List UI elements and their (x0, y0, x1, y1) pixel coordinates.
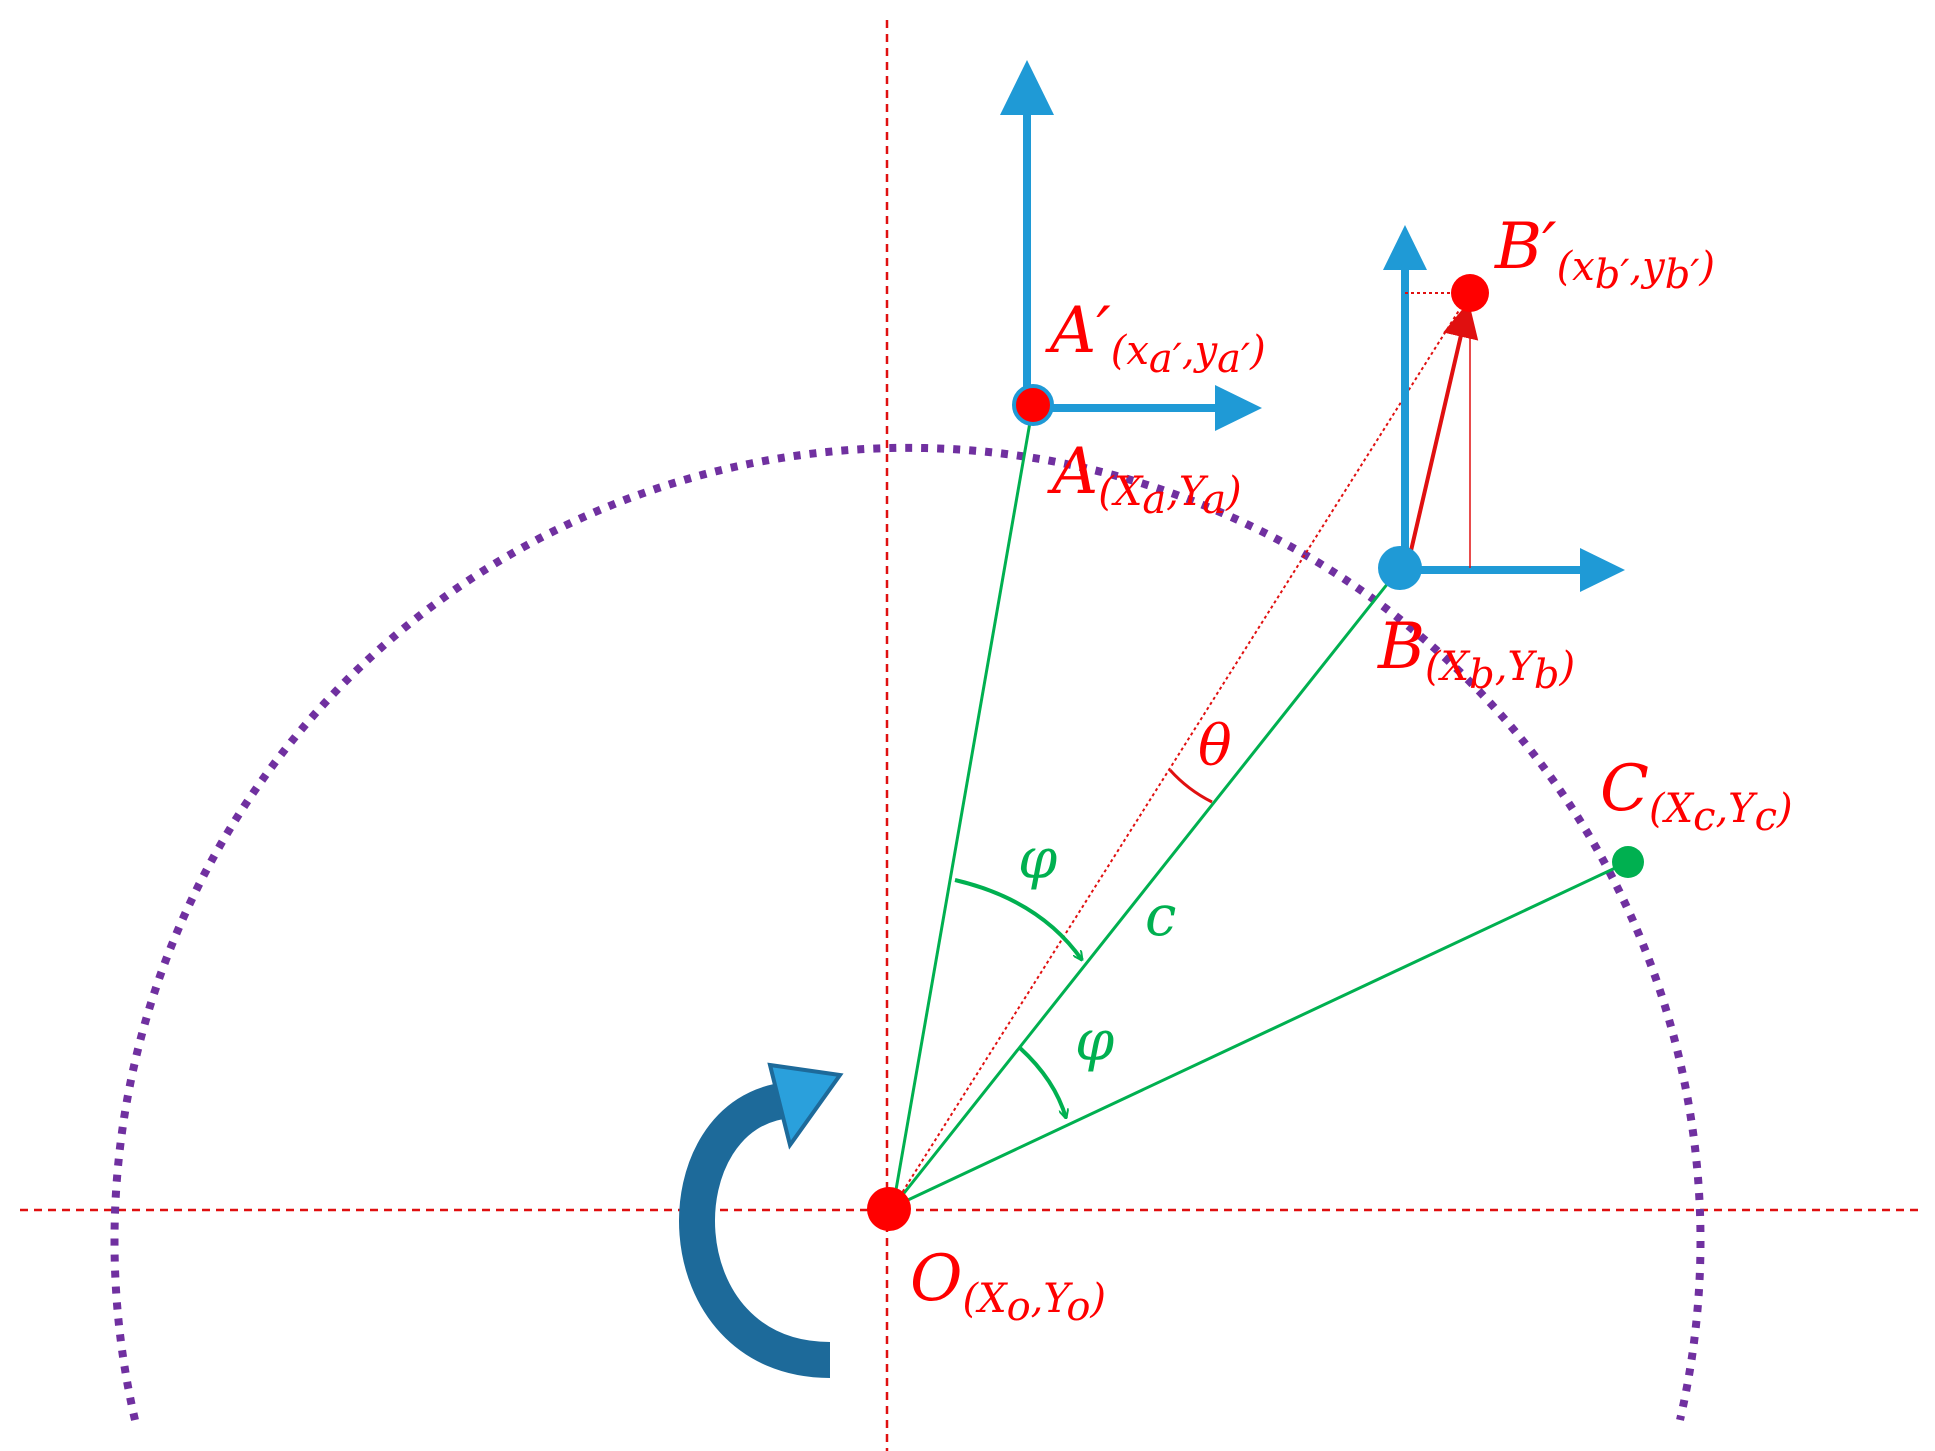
label-theta: θ (1198, 714, 1232, 779)
label-c: C(Xc,Yc) (1600, 752, 1793, 840)
label-c-length: c (1145, 884, 1176, 949)
label-phi-lower: φ (1075, 1009, 1114, 1074)
line-o-to-a (891, 404, 1035, 1208)
point-o (867, 1187, 911, 1231)
line-o-to-b-prime (892, 292, 1471, 1208)
point-b (1378, 546, 1422, 590)
b-frame-right-arrowhead-icon (1580, 548, 1625, 592)
b-frame-up-arrowhead-icon (1383, 225, 1427, 270)
line-o-to-c (892, 860, 1629, 1209)
point-a-prime (1012, 384, 1054, 426)
label-b: B(Xb,Yb) (1377, 610, 1575, 698)
displacement-vector-b-to-b-prime (1408, 301, 1479, 556)
line-o-to-b (891, 567, 1402, 1208)
curved-rotation-arrow-icon (679, 1062, 844, 1378)
theta-angle-arc (1168, 768, 1213, 804)
a-frame-right-arrowhead-icon (1215, 385, 1262, 431)
label-o: O(Xo,Yo) (910, 1242, 1106, 1330)
label-a: A(Xa,Ya) (1047, 435, 1242, 523)
label-phi-upper: φ (1018, 827, 1057, 892)
point-c (1612, 846, 1644, 878)
phi-angle-arc-upper (954, 878, 1082, 960)
phi-angle-arc-lower (1018, 1046, 1066, 1118)
rotation-circle-arc (110, 443, 1705, 1421)
point-b-prime (1451, 274, 1489, 312)
label-b-prime: B′(xb′,yb′) (1494, 210, 1715, 298)
label-a-prime: A′(xa′,ya′) (1045, 294, 1266, 382)
a-frame-up-arrowhead-icon (1000, 60, 1054, 115)
